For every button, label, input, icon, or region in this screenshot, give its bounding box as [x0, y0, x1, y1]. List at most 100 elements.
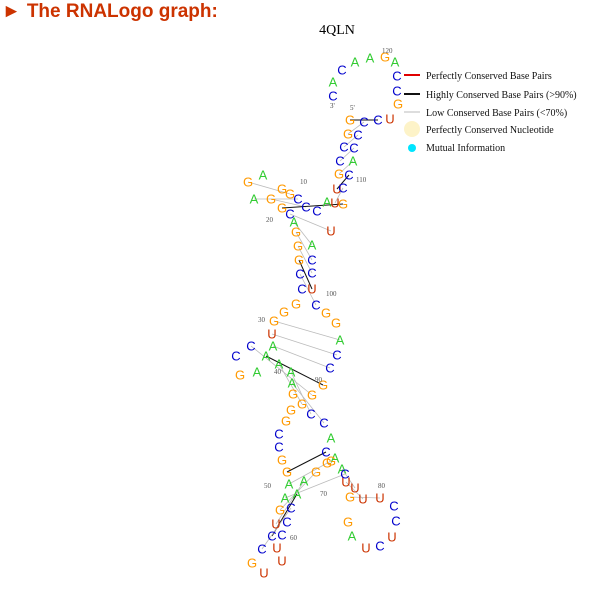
base-pair-bond [279, 471, 317, 511]
nucleotide-10: C [301, 200, 310, 215]
base-pair-bond [341, 468, 356, 489]
base-pair-bond [293, 221, 313, 246]
base-pair-bond [270, 198, 307, 208]
base-pair-bond [250, 345, 313, 396]
position-label-90: 90 [315, 376, 323, 384]
position-label-110: 110 [356, 176, 367, 184]
nucleotide-93: C [307, 266, 316, 281]
nucleotide-98: C [338, 181, 347, 196]
nucleotide-54: U [277, 554, 286, 569]
nucleotide-43: C [274, 440, 283, 455]
nucleotide-67: G [343, 515, 353, 530]
base-pair-bond [281, 203, 344, 209]
nucleotide-21: G [291, 225, 301, 240]
nucleotide-51: C [257, 542, 266, 557]
position-label-80: 80 [378, 482, 386, 490]
nucleotide-111: A [366, 51, 375, 66]
nucleotide-26: G [291, 297, 301, 312]
nucleotide-4: C [335, 154, 344, 169]
nucleotide-23: G [294, 253, 304, 268]
position-label-20: 20 [266, 216, 274, 224]
nucleotide-73: C [389, 499, 398, 514]
nucleotide-57: C [282, 515, 291, 530]
nucleotide-83: G [297, 397, 307, 412]
nucleotide-1: G [345, 113, 355, 128]
nucleotide-62: G [322, 456, 332, 471]
base-pair-bond [345, 481, 364, 500]
nucleotide-59: A [293, 487, 302, 502]
nucleotide-69: U [361, 541, 370, 556]
position-label-60: 60 [290, 534, 298, 542]
nucleotide-47: A [281, 491, 290, 506]
legend-label-high-bp: Highly Conserved Base Pairs (>90%) [426, 90, 577, 101]
legend-label-perfect-nt: Perfectly Conserved Nucleotide [426, 125, 554, 136]
nucleotide-65: U [341, 475, 350, 490]
nucleotide-38: A [288, 376, 297, 391]
base-pair-bond [339, 147, 355, 162]
base-pair-bond [278, 363, 303, 405]
nucleotide-99: C [344, 168, 353, 183]
nucleotide-15: G [243, 175, 253, 190]
nucleotide-108: C [392, 69, 401, 84]
nucleotide-24: C [295, 267, 304, 282]
nucleotide-77: C [340, 467, 349, 482]
base-pair-bond [275, 480, 305, 525]
nucleotide-88: A [336, 333, 345, 348]
nucleotide-72: C [391, 514, 400, 529]
base-pair-bond [271, 333, 338, 356]
nucleotide-29: U [267, 327, 276, 342]
base-pair-bond [343, 134, 359, 148]
nucleotide-113: C [337, 63, 346, 78]
base-pair-bond [247, 181, 291, 195]
base-pair-bond [336, 174, 350, 190]
position-label-30: 30 [258, 316, 266, 324]
legend: Perfectly Conserved Base Pairs Highly Co… [404, 71, 577, 154]
nucleotide-87: C [332, 348, 341, 363]
nucleotide-52: G [247, 556, 257, 571]
nucleotide-81: C [319, 416, 328, 431]
nucleotide-56: C [277, 528, 286, 543]
nucleotide-17: G [266, 192, 276, 207]
nucleotide-78: G [326, 454, 336, 469]
nucleotide-89: G [331, 316, 341, 331]
nucleotide-92: U [307, 282, 316, 297]
nucleotide-28: G [269, 314, 279, 329]
legend-label-mutual-info: Mutual Information [426, 143, 505, 154]
nucleotide-68: A [348, 529, 357, 544]
position-label-50: 50 [264, 482, 272, 490]
base-pair-bond [261, 507, 292, 550]
nucleotide-96: U [326, 224, 335, 239]
nucleotide-103: C [359, 115, 368, 130]
nucleotide-34: G [235, 368, 245, 383]
nucleotide-46: A [285, 477, 294, 492]
nucleotide-110: G [380, 50, 390, 65]
nucleotide-74: U [375, 491, 384, 506]
nucleotide-41: G [281, 414, 291, 429]
nucleotide-114: A [329, 75, 338, 90]
nucleotide-101: C [349, 141, 358, 156]
nucleotide-80: A [327, 431, 336, 446]
nucleotide-75: U [358, 492, 367, 507]
legend-swatch-perfect-nt [404, 121, 420, 137]
nucleotide-82: C [306, 407, 315, 422]
base-pair-bond [288, 460, 332, 485]
base-pair-bond [299, 273, 317, 306]
nucleotide-91: C [311, 298, 320, 313]
base-pair-bond [338, 160, 354, 175]
nucleotide-3: C [339, 140, 348, 155]
nucleotide-20: A [290, 215, 299, 230]
nucleotide-71: U [387, 530, 396, 545]
diagram-title: 4QLN [319, 23, 355, 38]
nucleotide-31: A [262, 349, 271, 364]
position-label-100: 100 [326, 290, 337, 298]
base-pair-bond [291, 382, 325, 424]
base-pair-bond [273, 320, 341, 341]
nucleotide-50: C [267, 529, 276, 544]
nucleotide-53: U [259, 566, 268, 581]
base-pair-bond [298, 259, 313, 290]
position-label-70: 70 [320, 490, 328, 498]
nucleotide-6: U [332, 182, 341, 197]
